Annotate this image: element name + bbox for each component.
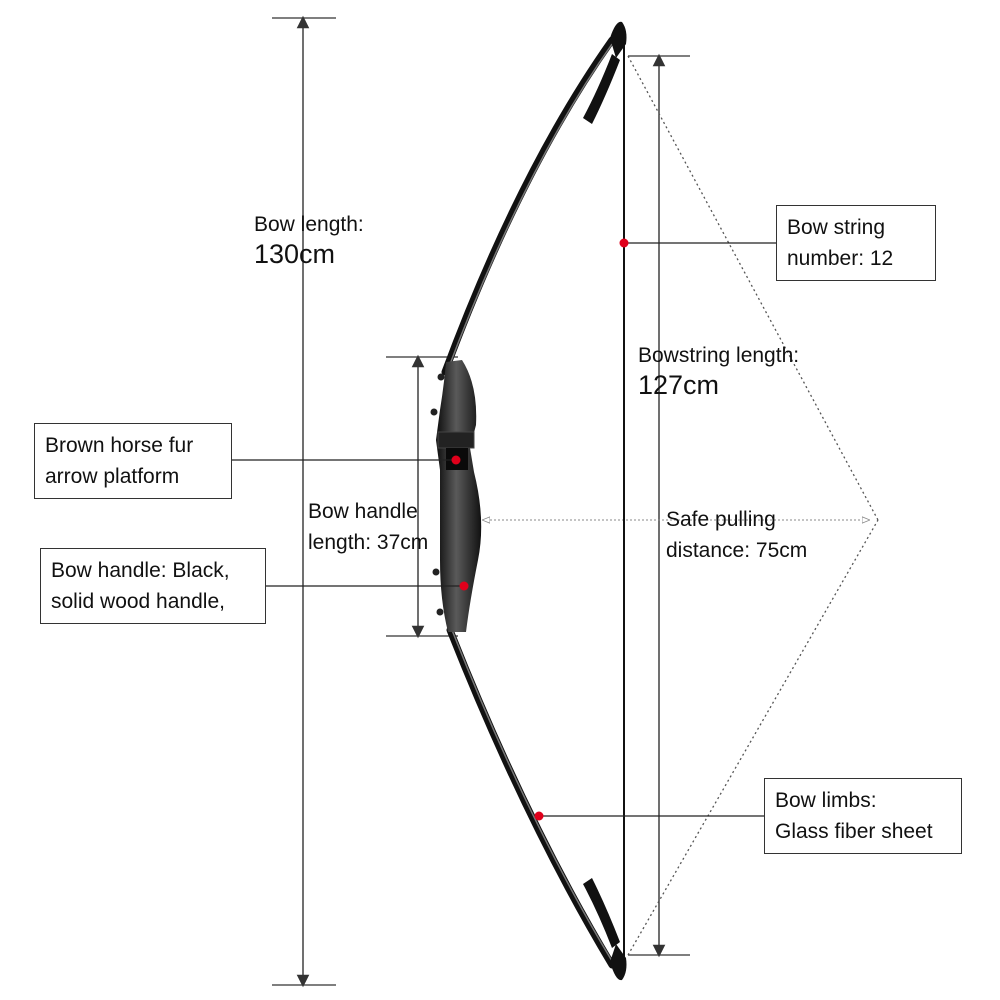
handle-length-line2: length: 37cm (308, 531, 429, 554)
handle-material-line1: Bow handle: Black, (51, 559, 230, 582)
red-markers (451, 238, 629, 821)
arrow-platform-box: Brown horse fur arrow platform (34, 423, 232, 499)
handle-length-dimension (386, 354, 458, 639)
bow-string-number-box: Bow string number: 12 (776, 205, 936, 281)
platform-marker-dot (451, 455, 461, 465)
bow-limbs-box: Bow limbs: Glass fiber sheet (764, 778, 962, 854)
bow-string-number-line1: Bow string (787, 216, 886, 239)
pulling-distance-line2: distance: 75cm (666, 539, 808, 562)
limb-marker-dot (534, 811, 544, 821)
pulling-distance-label: Safe pulling distance: 75cm (666, 504, 807, 566)
handle-material-box: Bow handle: Black, solid wood handle, (40, 548, 266, 624)
bow-length-value: 130cm (254, 239, 336, 270)
arrow-platform-line2: arrow platform (45, 465, 180, 488)
bowstring-length-label: Bowstring length: 127cm (638, 343, 799, 403)
bow-limbs-line1: Bow limbs: (775, 789, 877, 812)
bowstring-length-dimension (628, 53, 690, 958)
bow-length-title: Bow length: (254, 213, 364, 236)
bowstring-length-value: 127cm (638, 370, 720, 401)
bow-length-dimension (272, 15, 336, 988)
handle-marker-dot (459, 581, 469, 591)
draw-outline (627, 55, 879, 956)
handle-length-label: Bow handle length: 37cm (308, 496, 428, 558)
upper-limb (441, 21, 627, 376)
handle-material-line2: solid wood handle, (51, 590, 225, 613)
string-marker-dot (619, 238, 629, 248)
callout-lines (232, 242, 776, 817)
bow-riser (430, 360, 482, 632)
bow-limbs-line2: Glass fiber sheet (775, 820, 933, 843)
lower-limb (446, 626, 627, 981)
handle-length-line1: Bow handle (308, 500, 418, 523)
bow-string-number-line2: number: 12 (787, 247, 894, 270)
bowstring-length-title: Bowstring length: (638, 344, 800, 367)
bow-length-label: Bow length: 130cm (254, 212, 364, 272)
arrow-platform-line1: Brown horse fur (45, 434, 194, 457)
pulling-distance-line1: Safe pulling (666, 508, 776, 531)
